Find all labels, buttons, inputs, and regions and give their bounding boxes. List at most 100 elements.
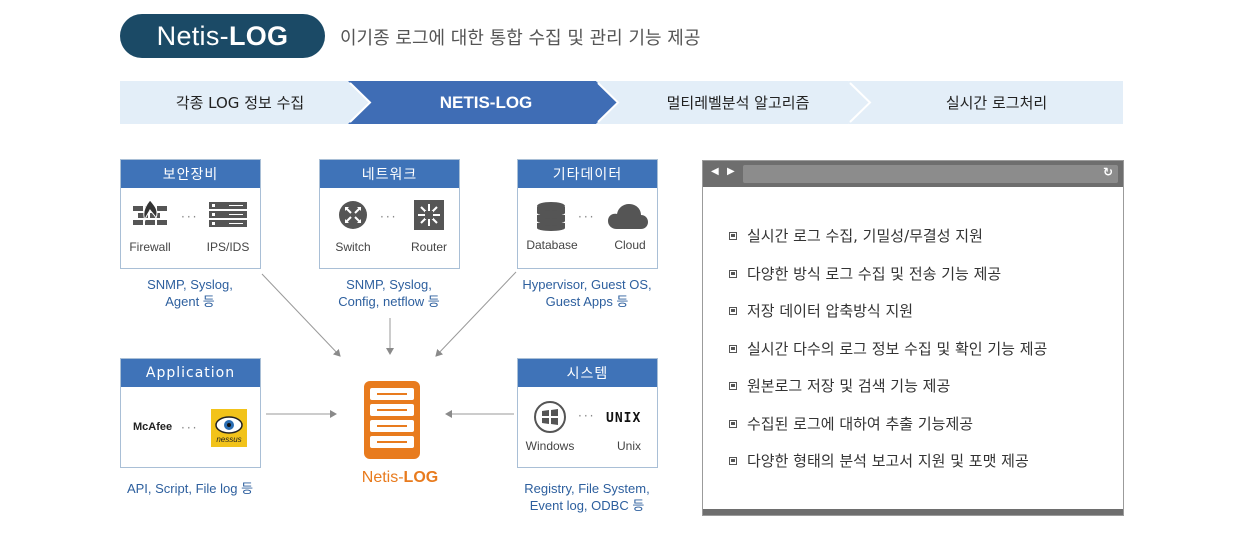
database-icon (537, 202, 565, 231)
step-netis-log: NETIS-LOG (439, 92, 533, 112)
brand-prefix: Netis- (156, 20, 229, 51)
process-steps: 각종 LOG 정보 수집 NETIS-LOG 멀티레벨분석 알고리즘 실시간 로… (120, 81, 1123, 124)
feature-text: 저장 데이터 압축방식 지원 (747, 302, 914, 321)
link-dots: ··· (380, 210, 398, 224)
step-collect: 각종 LOG 정보 수집 (175, 94, 305, 112)
netis-log-label: Netis-LOG (340, 469, 460, 487)
source-other-data: 기타데이터 ··· Database Cloud (517, 159, 658, 269)
firewall-icon (133, 200, 167, 225)
caption-cloud: Cloud (614, 238, 646, 252)
source-system-desc-line1: Registry, File System, (524, 481, 650, 496)
feature-panel: ◀ ▶ ↻ 실시간 로그 수집, 기밀성/무결성 지원 다양한 방식 로그 수집… (702, 160, 1124, 516)
link-dots: ··· (578, 409, 596, 423)
netis-log-server-icon (364, 381, 420, 459)
feature-item: 원본로그 저장 및 검색 기능 제공 (729, 367, 1047, 405)
source-network-desc-line2: Config, netflow 등 (338, 294, 440, 309)
step-divider-2 (597, 82, 620, 123)
source-security-desc-line2: Agent 등 (165, 294, 215, 309)
step-multilevel: 멀티레벨분석 알고리즘 (666, 94, 810, 112)
bullet-icon (729, 344, 737, 353)
mcafee-logo: McAfee (133, 421, 173, 433)
feature-list: 실시간 로그 수집, 기밀성/무결성 지원 다양한 방식 로그 수집 및 전송 … (729, 217, 1047, 480)
steps-chevrons (120, 81, 1123, 124)
nessus-logo-text: nessus (216, 435, 241, 444)
link-dots: ··· (181, 421, 199, 435)
caption-unix: Unix (616, 439, 641, 453)
back-arrow-icon: ◀ (711, 166, 719, 177)
source-system: 시스템 ··· UNIX Windows Unix (517, 358, 658, 468)
center-label-prefix: Netis- (361, 469, 404, 486)
caption-router: Router (410, 240, 448, 254)
feature-item: 실시간 로그 수집, 기밀성/무결성 지원 (729, 217, 1047, 255)
feature-text: 실시간 로그 수집, 기밀성/무결성 지원 (747, 227, 983, 246)
brand-badge: Netis-LOG (120, 14, 325, 58)
bullet-icon (729, 419, 737, 428)
source-application-title: Application (121, 359, 260, 387)
forward-arrow-icon: ▶ (727, 166, 735, 177)
arrow-security (261, 273, 341, 357)
feature-text: 다양한 형태의 분석 보고서 지원 및 포맷 제공 (747, 452, 1029, 471)
browser-bottom-bar (703, 509, 1123, 515)
source-system-desc: Registry, File System, Event log, ODBC 등 (507, 480, 667, 514)
unix-logo: UNIX (606, 411, 642, 426)
caption-database: Database (526, 238, 578, 252)
step-shape-4 (848, 81, 1123, 124)
reload-icon: ↻ (1102, 165, 1113, 179)
feature-item: 다양한 형태의 분석 보고서 지원 및 포맷 제공 (729, 442, 1047, 480)
link-dots: ··· (181, 210, 199, 224)
center-label-bold: LOG (403, 469, 439, 486)
nessus-logo-icon: nessus (211, 409, 247, 447)
address-bar (743, 165, 1118, 183)
source-application-desc: API, Script, File log 등 (110, 480, 270, 497)
source-security: 보안장비 ··· Firewall IPS/IDS (120, 159, 261, 269)
source-network-desc-line1: SNMP, Syslog, (346, 277, 432, 292)
feature-item: 실시간 다수의 로그 정보 수집 및 확인 기능 제공 (729, 330, 1047, 368)
feature-item: 다양한 방식 로그 수집 및 전송 기능 제공 (729, 255, 1047, 293)
page-subtitle: 이기종 로그에 대한 통합 수집 및 관리 기능 제공 (340, 28, 701, 49)
step-divider-3 (849, 82, 872, 123)
bullet-icon (729, 232, 737, 241)
brand-bold: LOG (228, 20, 289, 51)
step-shape-1 (120, 81, 370, 124)
server-rack-icon (209, 202, 247, 227)
bullet-icon (729, 382, 737, 391)
step-realtime: 실시간 로그처리 (945, 94, 1048, 112)
step-shape-2 (348, 81, 618, 124)
source-application-desc-line1: API, Script, File log 등 (126, 481, 254, 496)
source-network-desc: SNMP, Syslog, Config, netflow 등 (309, 276, 469, 310)
bullet-icon (729, 307, 737, 316)
source-other-desc: Hypervisor, Guest OS, Guest Apps 등 (507, 276, 667, 310)
source-network-title: 네트워크 (320, 160, 459, 188)
source-other-desc-line1: Hypervisor, Guest OS, (522, 277, 652, 292)
switch-icon (339, 201, 367, 229)
bullet-icon (729, 457, 737, 466)
feature-item: 수집된 로그에 대하여 추출 기능제공 (729, 405, 1047, 443)
source-system-title: 시스템 (518, 359, 657, 387)
caption-firewall: Firewall (129, 240, 171, 254)
source-application: Application McAfee ··· nessus (120, 358, 261, 468)
feature-text: 원본로그 저장 및 검색 기능 제공 (747, 377, 951, 396)
step-divider-1 (349, 82, 372, 123)
caption-switch: Switch (335, 240, 371, 254)
caption-windows: Windows (525, 439, 575, 453)
arrow-other (435, 271, 517, 357)
caption-ips-ids: IPS/IDS (206, 240, 250, 254)
windows-icon (534, 401, 566, 433)
source-security-desc: SNMP, Syslog, Agent 등 (110, 276, 270, 310)
feature-text: 수집된 로그에 대하여 추출 기능제공 (747, 414, 974, 433)
feature-item: 저장 데이터 압축방식 지원 (729, 292, 1047, 330)
source-network: 네트워크 ··· Switch Router (319, 159, 460, 269)
source-other-title: 기타데이터 (518, 160, 657, 188)
link-dots: ··· (578, 210, 596, 224)
source-system-desc-line2: Event log, ODBC 등 (529, 498, 645, 513)
cloud-icon (608, 204, 648, 229)
bullet-icon (729, 269, 737, 278)
router-icon (414, 200, 444, 230)
feature-text: 다양한 방식 로그 수집 및 전송 기능 제공 (747, 264, 1002, 283)
step-shape-3 (596, 81, 870, 124)
browser-toolbar: ◀ ▶ ↻ (703, 161, 1123, 187)
source-security-title: 보안장비 (121, 160, 260, 188)
source-security-desc-line1: SNMP, Syslog, (147, 277, 233, 292)
source-other-desc-line2: Guest Apps 등 (545, 294, 629, 309)
